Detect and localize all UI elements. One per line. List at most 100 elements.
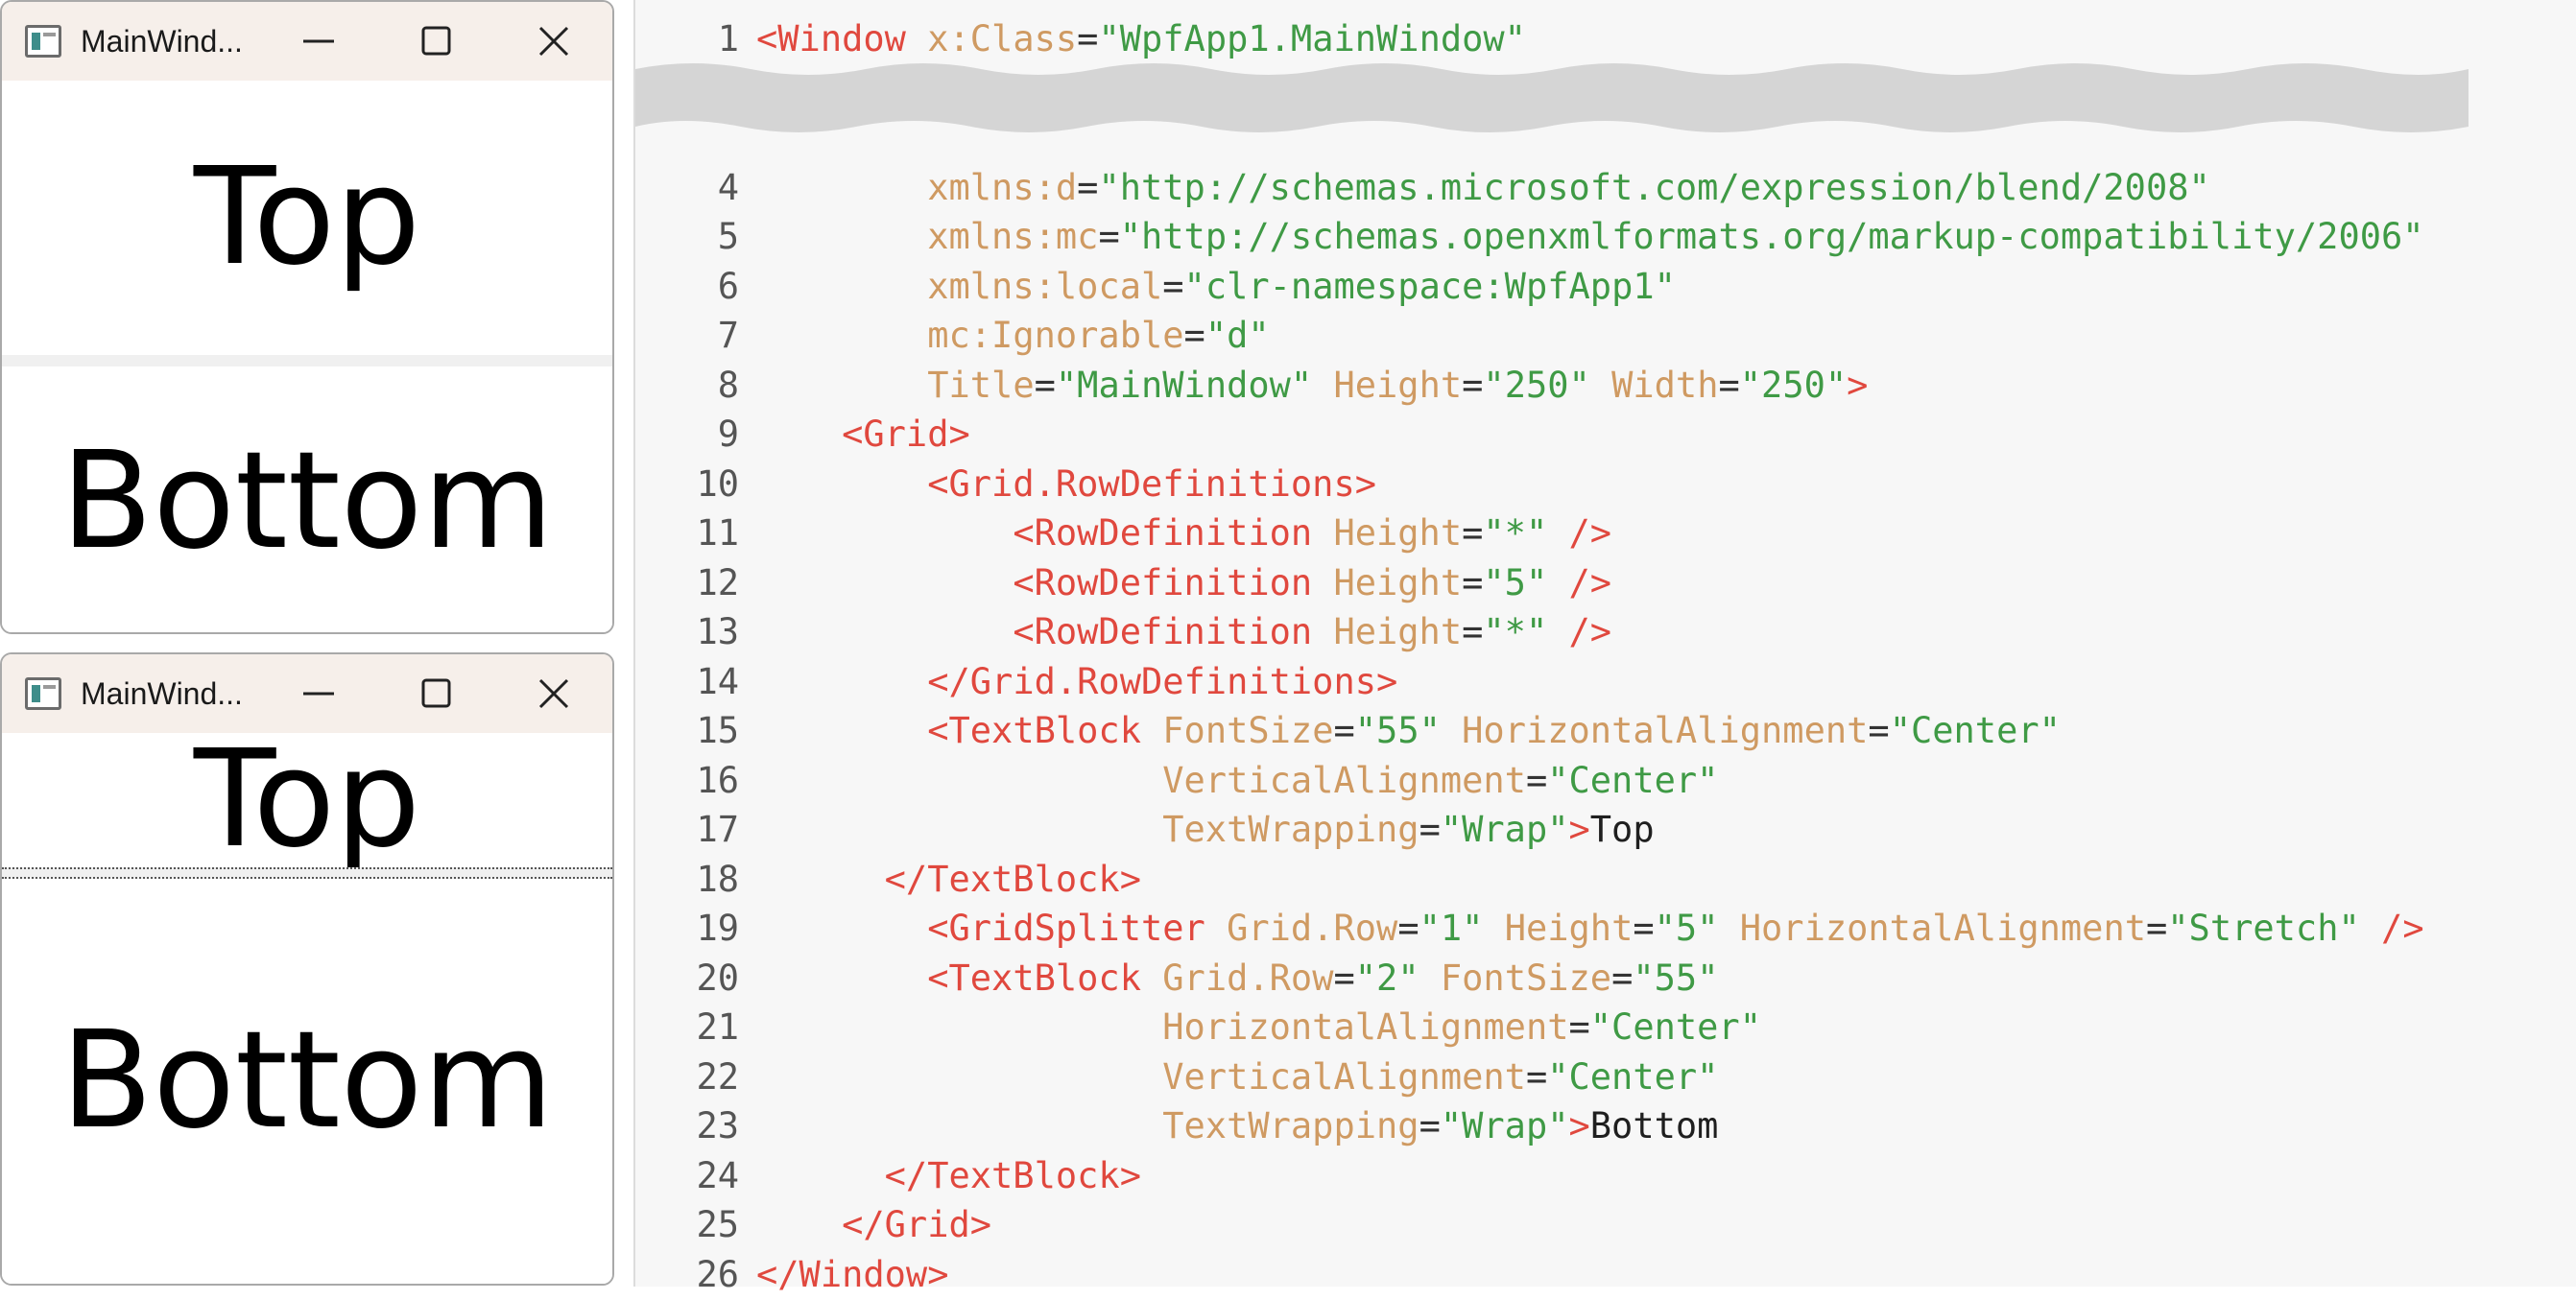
- code-token: HorizontalAlignment: [1162, 1006, 1569, 1048]
- code-token: Height: [1333, 364, 1463, 406]
- code-token: [1547, 611, 1568, 652]
- code-token: "Center": [1589, 1006, 1761, 1048]
- code-token: =: [1462, 512, 1484, 554]
- code-token: <RowDefinition: [1013, 512, 1334, 554]
- code-token: [756, 859, 885, 900]
- code-token: =: [1611, 957, 1634, 999]
- code-token: [1718, 908, 1739, 949]
- code-token: xmlns:mc: [927, 216, 1099, 257]
- maximize-button[interactable]: [394, 2, 480, 81]
- code-line: 26 </Window>: [635, 1250, 948, 1300]
- code-token: <Grid>: [842, 414, 970, 455]
- minimize-button[interactable]: [275, 654, 362, 733]
- code-token: "250": [1483, 364, 1590, 406]
- code-token: [1590, 365, 1611, 406]
- close-button[interactable]: [511, 654, 597, 733]
- grid-splitter-focused[interactable]: [2, 867, 612, 879]
- minimize-icon: [303, 692, 334, 696]
- window-titlebar[interactable]: MainWind...: [2, 2, 612, 81]
- line-number: 1: [717, 18, 739, 59]
- code-token: [1312, 365, 1333, 406]
- code-token: [756, 611, 1013, 652]
- bottom-textblock: Bottom: [60, 423, 554, 579]
- code-token: =: [1633, 908, 1655, 949]
- code-token: <TextBlock: [927, 710, 1163, 751]
- code-token: />: [2381, 908, 2424, 949]
- window-titlebar[interactable]: MainWind...: [2, 654, 612, 733]
- code-token: =: [1525, 1055, 1548, 1098]
- code-line: 16 VerticalAlignment="Center": [635, 756, 1718, 806]
- line-number: 5: [717, 216, 739, 257]
- code-token: [756, 1056, 1162, 1098]
- code-token: [1483, 908, 1504, 949]
- code-line: 14 </Grid.RowDefinitions>: [635, 657, 1397, 707]
- close-icon: [538, 678, 569, 709]
- code-token: "5": [1483, 561, 1548, 603]
- code-token: "*": [1483, 611, 1548, 652]
- line-number: 6: [717, 265, 739, 307]
- code-token: =: [1718, 364, 1740, 406]
- code-token: <TextBlock: [927, 957, 1163, 999]
- code-token: >: [1568, 1105, 1590, 1146]
- line-number: 12: [696, 561, 739, 603]
- code-token: Height: [1333, 611, 1463, 652]
- code-line: 4 xmlns:d="http://schemas.microsoft.com/…: [635, 163, 2210, 213]
- code-token: </Window>: [756, 1253, 949, 1295]
- code-token: [756, 315, 927, 356]
- maximize-icon: [421, 26, 451, 56]
- code-token: HorizontalAlignment: [1462, 710, 1869, 751]
- code-token: [756, 463, 927, 505]
- line-number: 25: [696, 1204, 739, 1245]
- window-client-area: Top Bottom: [2, 733, 612, 1284]
- line-number: 15: [696, 710, 739, 751]
- code-token: [756, 957, 927, 999]
- maximize-button[interactable]: [394, 654, 480, 733]
- code-token: [1547, 512, 1568, 554]
- code-token: [756, 414, 842, 455]
- close-button[interactable]: [511, 2, 597, 81]
- code-line: 15 <TextBlock FontSize="55" HorizontalAl…: [635, 706, 2060, 756]
- code-token: VerticalAlignment: [1162, 759, 1526, 801]
- code-token: </TextBlock>: [884, 858, 1141, 900]
- line-number: 26: [696, 1253, 739, 1295]
- code-token: [756, 710, 927, 751]
- line-number: 14: [696, 660, 739, 702]
- line-number: 23: [696, 1105, 739, 1146]
- code-token: =: [1077, 18, 1099, 59]
- code-token: =: [1098, 216, 1120, 257]
- line-number: 13: [696, 611, 739, 652]
- window-client-area: Top Bottom: [2, 81, 612, 632]
- code-token: [756, 266, 927, 307]
- code-token: [756, 1006, 1162, 1048]
- code-token: "55": [1354, 710, 1441, 751]
- window-title: MainWind...: [81, 23, 243, 59]
- line-number: 11: [696, 512, 739, 554]
- code-token: Top: [1589, 809, 1655, 850]
- code-token: <Grid.RowDefinitions>: [927, 462, 1377, 505]
- code-token: "Wrap": [1440, 809, 1569, 850]
- code-line: 18 </TextBlock>: [635, 855, 1141, 905]
- code-token: [756, 661, 927, 702]
- code-token: "Wrap": [1440, 1105, 1569, 1146]
- grid-splitter[interactable]: [2, 355, 612, 366]
- xaml-code-view: 1<Window x:Class="WpfApp1.MainWindow"4 x…: [633, 0, 2576, 1295]
- code-token: Bottom: [1589, 1105, 1719, 1146]
- code-line: 20 <TextBlock Grid.Row="2" FontSize="55": [635, 954, 1718, 1004]
- code-token: =: [2146, 908, 2168, 949]
- window-title: MainWind...: [81, 675, 243, 711]
- code-token: =: [1462, 561, 1484, 603]
- code-line: 24 </TextBlock>: [635, 1151, 1141, 1201]
- code-line: 19 <GridSplitter Grid.Row="1" Height="5"…: [635, 904, 2424, 954]
- code-token: [756, 1204, 842, 1245]
- line-number: 21: [696, 1006, 739, 1048]
- code-token: HorizontalAlignment: [1739, 908, 2146, 949]
- code-token: <Window: [756, 18, 928, 59]
- line-number: 10: [696, 462, 739, 505]
- code-token: =: [1525, 759, 1548, 801]
- line-number: 17: [696, 809, 739, 850]
- maximize-icon: [421, 678, 451, 708]
- code-line: 17 TextWrapping="Wrap">Top: [635, 805, 1655, 855]
- main-window-resized: MainWind... Top Bottom: [0, 652, 614, 1286]
- code-token: "MainWindow": [1055, 364, 1313, 406]
- minimize-button[interactable]: [275, 2, 362, 81]
